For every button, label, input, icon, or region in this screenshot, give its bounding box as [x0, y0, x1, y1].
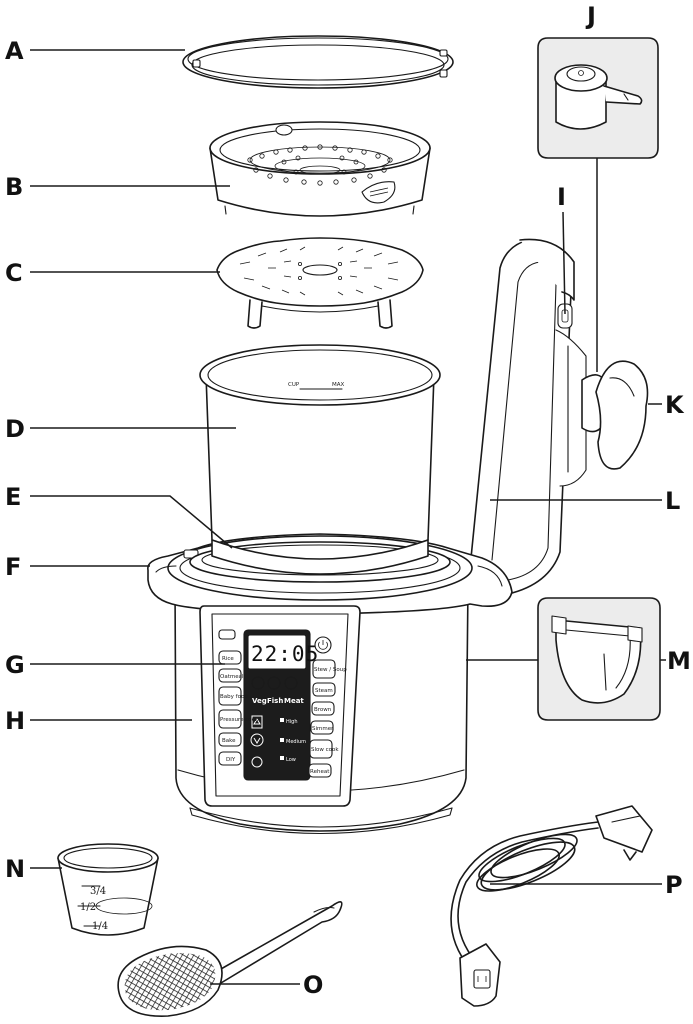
lid [469, 238, 649, 597]
button-steam[interactable] [312, 682, 336, 697]
thermometer-icon [251, 756, 263, 768]
label-c: C [5, 259, 23, 287]
cup-mark-half: 1/2 [80, 902, 96, 913]
button-simmer[interactable] [310, 720, 334, 735]
arrow-down-icon [250, 733, 264, 747]
pot-max-mark: MAX [332, 382, 345, 388]
pressure-low: Low [286, 757, 296, 763]
steam-basket [209, 121, 431, 217]
button-baby-food-label: Baby food [220, 694, 248, 700]
rack-slots [239, 246, 399, 296]
mode-meat: Meat [284, 697, 304, 705]
lid-handle-knob [581, 360, 649, 470]
label-h: H [5, 707, 25, 735]
label-k: K [665, 391, 685, 419]
label-n: N [5, 855, 25, 883]
collector-inset [537, 597, 661, 721]
button-stew-soup-label: Stew / Soup [314, 667, 347, 673]
label-i: I [557, 183, 566, 211]
mode-fish: Fish [267, 697, 283, 705]
basket-holes [247, 144, 393, 186]
label-d: D [5, 415, 25, 443]
pot-cup-mark: CUP [288, 382, 300, 388]
button-oatmeal-label: Oatmeal [220, 674, 244, 680]
button-reheat[interactable] [308, 763, 332, 778]
label-f: F [5, 553, 21, 581]
control-panel: 22:05 Veg Fish Meat High Medium Low Rice… [199, 605, 361, 807]
label-j: J [585, 2, 596, 30]
sealing-ring [182, 35, 454, 89]
button-slow-cook[interactable] [309, 739, 333, 759]
measuring-cup: 3/4 1/2 1/4 [57, 843, 159, 936]
label-b: B [5, 173, 23, 201]
basket-handle [361, 181, 396, 204]
label-g: G [5, 651, 25, 679]
left-buttons: Rice Oatmeal Baby food Pressure cook Bak… [218, 650, 259, 766]
steam-rack [216, 237, 424, 329]
menu-button[interactable] [218, 629, 236, 640]
button-steam-label: Steam [315, 688, 333, 694]
button-brown-label: Brown [314, 707, 332, 713]
display-time: 22:05 [251, 642, 319, 666]
button-bake-label: Bake [222, 738, 236, 744]
button-brown[interactable] [311, 701, 335, 716]
button-oatmeal[interactable] [218, 668, 242, 683]
rice-spoon [117, 901, 343, 1017]
button-diy[interactable] [218, 751, 242, 766]
mode-veg: Veg [252, 697, 267, 705]
button-rice[interactable] [218, 650, 242, 665]
valve-inset [537, 37, 659, 159]
button-diy-label: DIY [226, 757, 236, 763]
label-m: M [667, 647, 691, 675]
button-baby-food[interactable] [218, 686, 242, 706]
label-p: P [665, 871, 683, 899]
label-a: A [5, 37, 24, 65]
inner-pot: CUP MAX [199, 344, 441, 560]
button-pressure-cook[interactable] [218, 709, 242, 729]
leader-lines [30, 49, 666, 985]
cup-mark-three-quarters: 3/4 [90, 886, 106, 897]
label-o: O [303, 971, 323, 999]
button-slow-cook-label: Slow cook [311, 747, 339, 753]
button-pressure-cook-label: Pressure cook [220, 717, 259, 723]
button-reheat-label: Reheat [310, 769, 330, 775]
pressure-medium: Medium [286, 739, 306, 745]
button-stew-soup[interactable] [312, 659, 336, 679]
power-cord [450, 805, 653, 1007]
button-bake[interactable] [218, 732, 242, 747]
right-buttons: Stew / Soup Steam Brown Simmer Slow cook… [308, 659, 347, 778]
part-labels: A B C D E F G H I J K L M N O P [5, 2, 691, 999]
arrow-up-icon [251, 715, 263, 729]
button-rice-label: Rice [222, 656, 234, 662]
cup-mark-quarter: 1/4 [92, 921, 108, 932]
power-icon [318, 640, 328, 650]
sealing-edge [189, 539, 451, 583]
pressure-high: High [286, 719, 298, 725]
button-simmer-label: Simmer [312, 726, 334, 732]
label-l: L [665, 487, 680, 515]
label-e: E [5, 483, 21, 511]
